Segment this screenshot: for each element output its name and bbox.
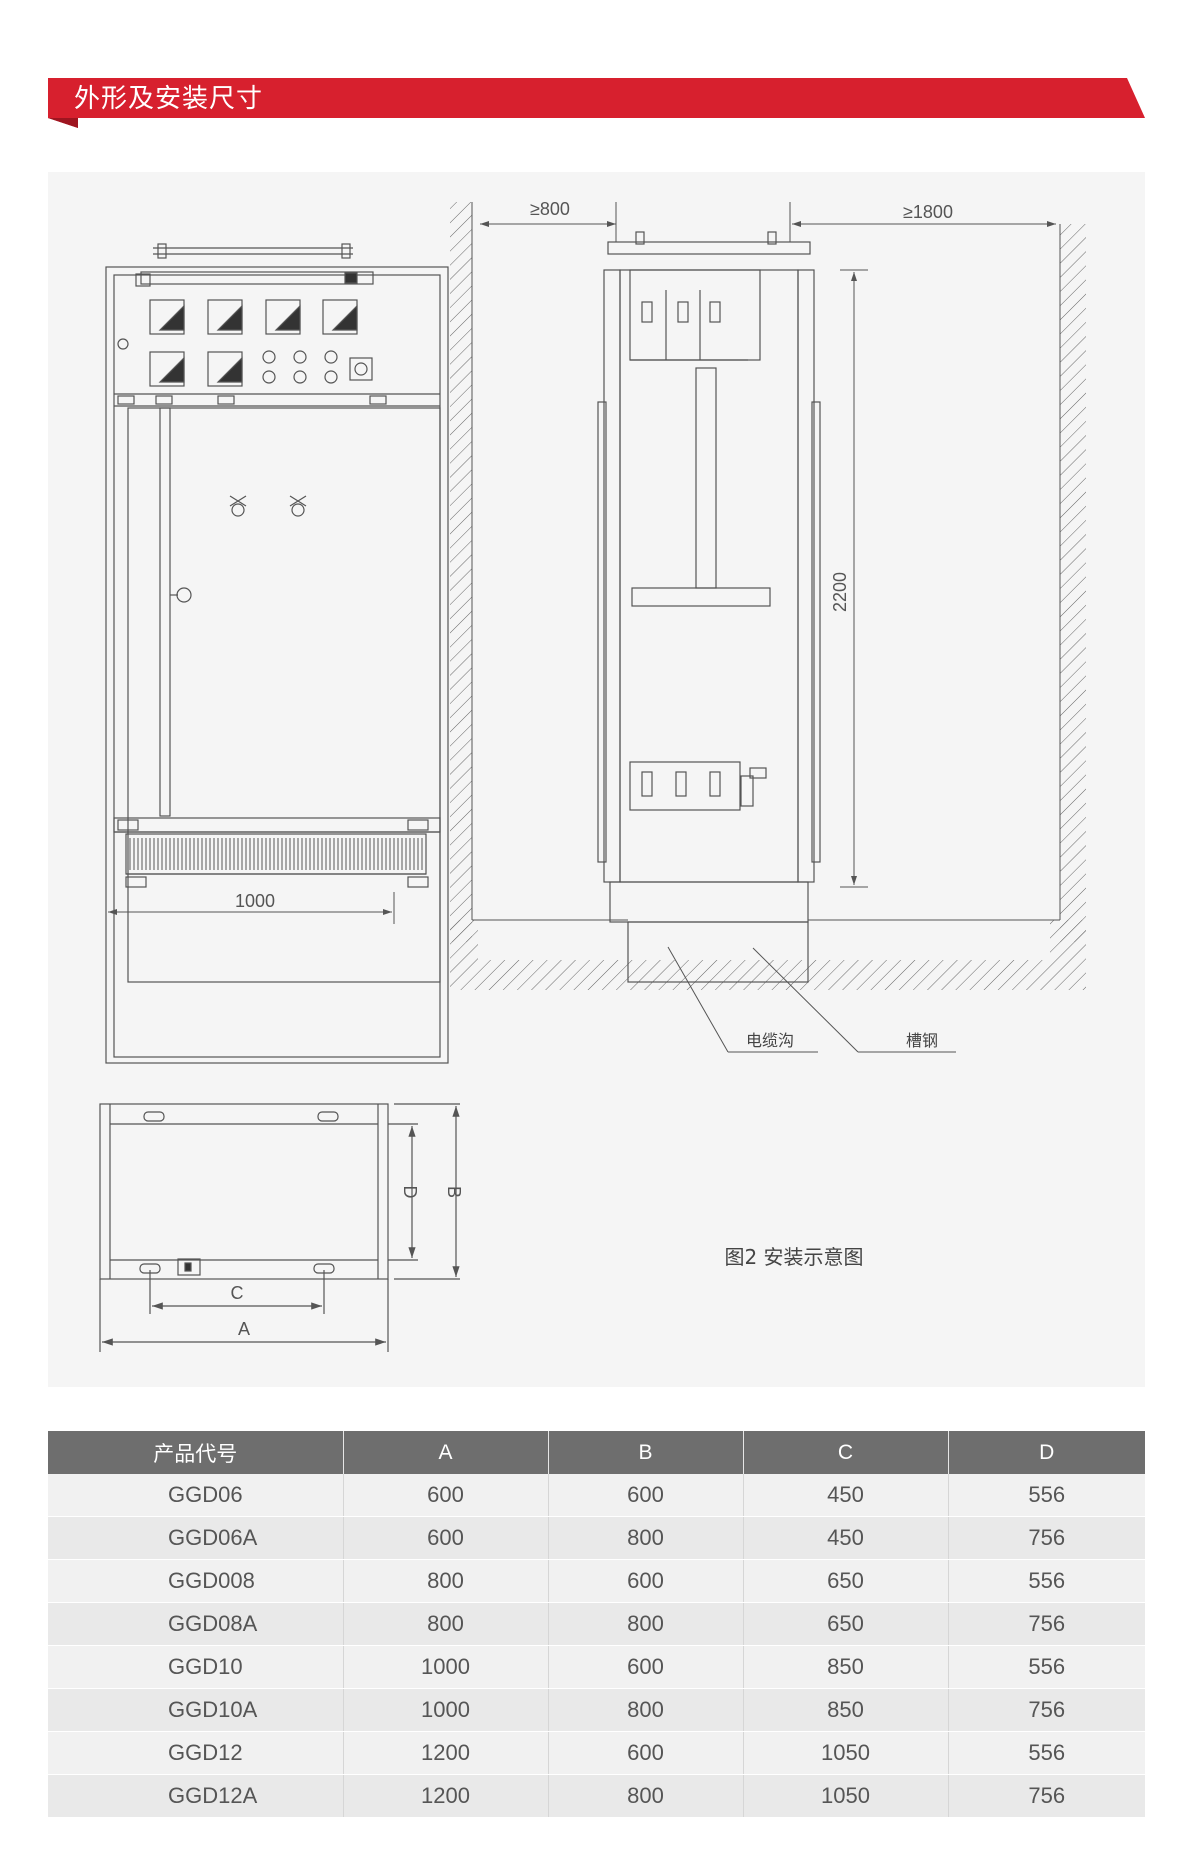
cell-d: 756: [948, 1516, 1145, 1560]
cell-a: 1200: [343, 1731, 549, 1775]
dimension-table: 产品代号 A B C D GGD06 600 600 450 556 GGD06…: [48, 1431, 1145, 1818]
cell-b: 800: [548, 1516, 744, 1560]
cell-c: 450: [743, 1474, 949, 1517]
front-width-dimension: 1000: [105, 891, 395, 924]
cell-b: 800: [548, 1602, 744, 1646]
plan-view: [99, 1103, 460, 1352]
vent-slots: [129, 838, 423, 870]
cell-d: 756: [948, 1688, 1145, 1732]
cell-model: GGD12A: [48, 1774, 344, 1818]
cell-c: 850: [743, 1645, 949, 1689]
cell-b: 600: [548, 1474, 744, 1517]
table-row: GGD08A 800 800 650 756: [48, 1602, 1145, 1646]
left-clearance-label: ≥800: [530, 199, 570, 219]
installation-drawing: 1000: [48, 172, 1145, 1387]
cell-c: 650: [743, 1559, 949, 1603]
height-label: 2200: [830, 572, 850, 612]
figure-caption: 图2 安装示意图: [724, 1245, 863, 1269]
dim-a-label: A: [238, 1319, 250, 1339]
table-row: GGD06 600 600 450 556: [48, 1474, 1145, 1517]
meter-row-1: [149, 299, 358, 335]
cell-b: 600: [548, 1645, 744, 1689]
table-row: GGD06A 600 800 450 756: [48, 1516, 1145, 1560]
cell-d: 556: [948, 1474, 1145, 1517]
lifting-hooks: [229, 495, 307, 517]
cell-a: 1200: [343, 1774, 549, 1818]
cell-d: 556: [948, 1731, 1145, 1775]
drawing-canvas: 1000: [99, 199, 1086, 1352]
section-title: 外形及安装尺寸: [74, 84, 264, 114]
cell-b: 600: [548, 1559, 744, 1603]
header-ribbon: [48, 78, 1145, 128]
table-row: GGD10A 1000 800 850 756: [48, 1688, 1145, 1732]
table-header-row: 产品代号 A B C D: [48, 1431, 1145, 1474]
cell-b: 800: [548, 1774, 744, 1818]
table-row: GGD12A 1200 800 1050 756: [48, 1774, 1145, 1818]
cell-a: 600: [343, 1516, 549, 1560]
cell-b: 600: [548, 1731, 744, 1775]
cell-a: 800: [343, 1602, 549, 1646]
cell-c: 450: [743, 1516, 949, 1560]
section-header: 外形及安装尺寸: [0, 0, 1200, 140]
cell-model: GGD12: [48, 1731, 344, 1775]
cell-d: 556: [948, 1645, 1145, 1689]
table-row: GGD10 1000 600 850 556: [48, 1645, 1145, 1689]
indicator-lamps: [262, 350, 373, 384]
front-width-label: 1000: [235, 891, 275, 911]
cable-trench-label: 电缆沟: [746, 1031, 794, 1050]
cell-a: 600: [343, 1474, 549, 1517]
table-row: GGD12 1200 600 1050 556: [48, 1731, 1145, 1775]
cell-model: GGD10: [48, 1645, 344, 1689]
cell-model: GGD10A: [48, 1688, 344, 1732]
cell-model: GGD06: [48, 1474, 344, 1517]
cell-c: 850: [743, 1688, 949, 1732]
col-header-c: C: [743, 1431, 949, 1474]
col-header-b: B: [548, 1431, 744, 1474]
cell-c: 1050: [743, 1774, 949, 1818]
cell-b: 800: [548, 1688, 744, 1732]
dim-c-label: C: [231, 1283, 244, 1303]
cell-model: GGD008: [48, 1559, 344, 1603]
col-header-model: 产品代号: [48, 1431, 344, 1474]
right-clearance-label: ≥1800: [903, 202, 953, 222]
cell-d: 556: [948, 1559, 1145, 1603]
dim-d-label: D: [400, 1186, 420, 1199]
cell-a: 1000: [343, 1688, 549, 1732]
table-row: GGD008 800 600 650 556: [48, 1559, 1145, 1603]
meter-row-2: [149, 351, 243, 387]
cell-d: 756: [948, 1602, 1145, 1646]
cell-c: 650: [743, 1602, 949, 1646]
cell-d: 756: [948, 1774, 1145, 1818]
cell-a: 1000: [343, 1645, 549, 1689]
channel-steel-label: 槽钢: [906, 1031, 938, 1050]
col-header-d: D: [948, 1431, 1145, 1474]
front-view: [105, 243, 449, 1064]
cell-model: GGD08A: [48, 1602, 344, 1646]
cell-c: 1050: [743, 1731, 949, 1775]
cell-a: 800: [343, 1559, 549, 1603]
cell-model: GGD06A: [48, 1516, 344, 1560]
col-header-a: A: [343, 1431, 549, 1474]
side-view: 电缆沟 槽钢 ≥800 ≥1800 2200: [450, 199, 1086, 1053]
dim-b-label: B: [444, 1186, 464, 1198]
